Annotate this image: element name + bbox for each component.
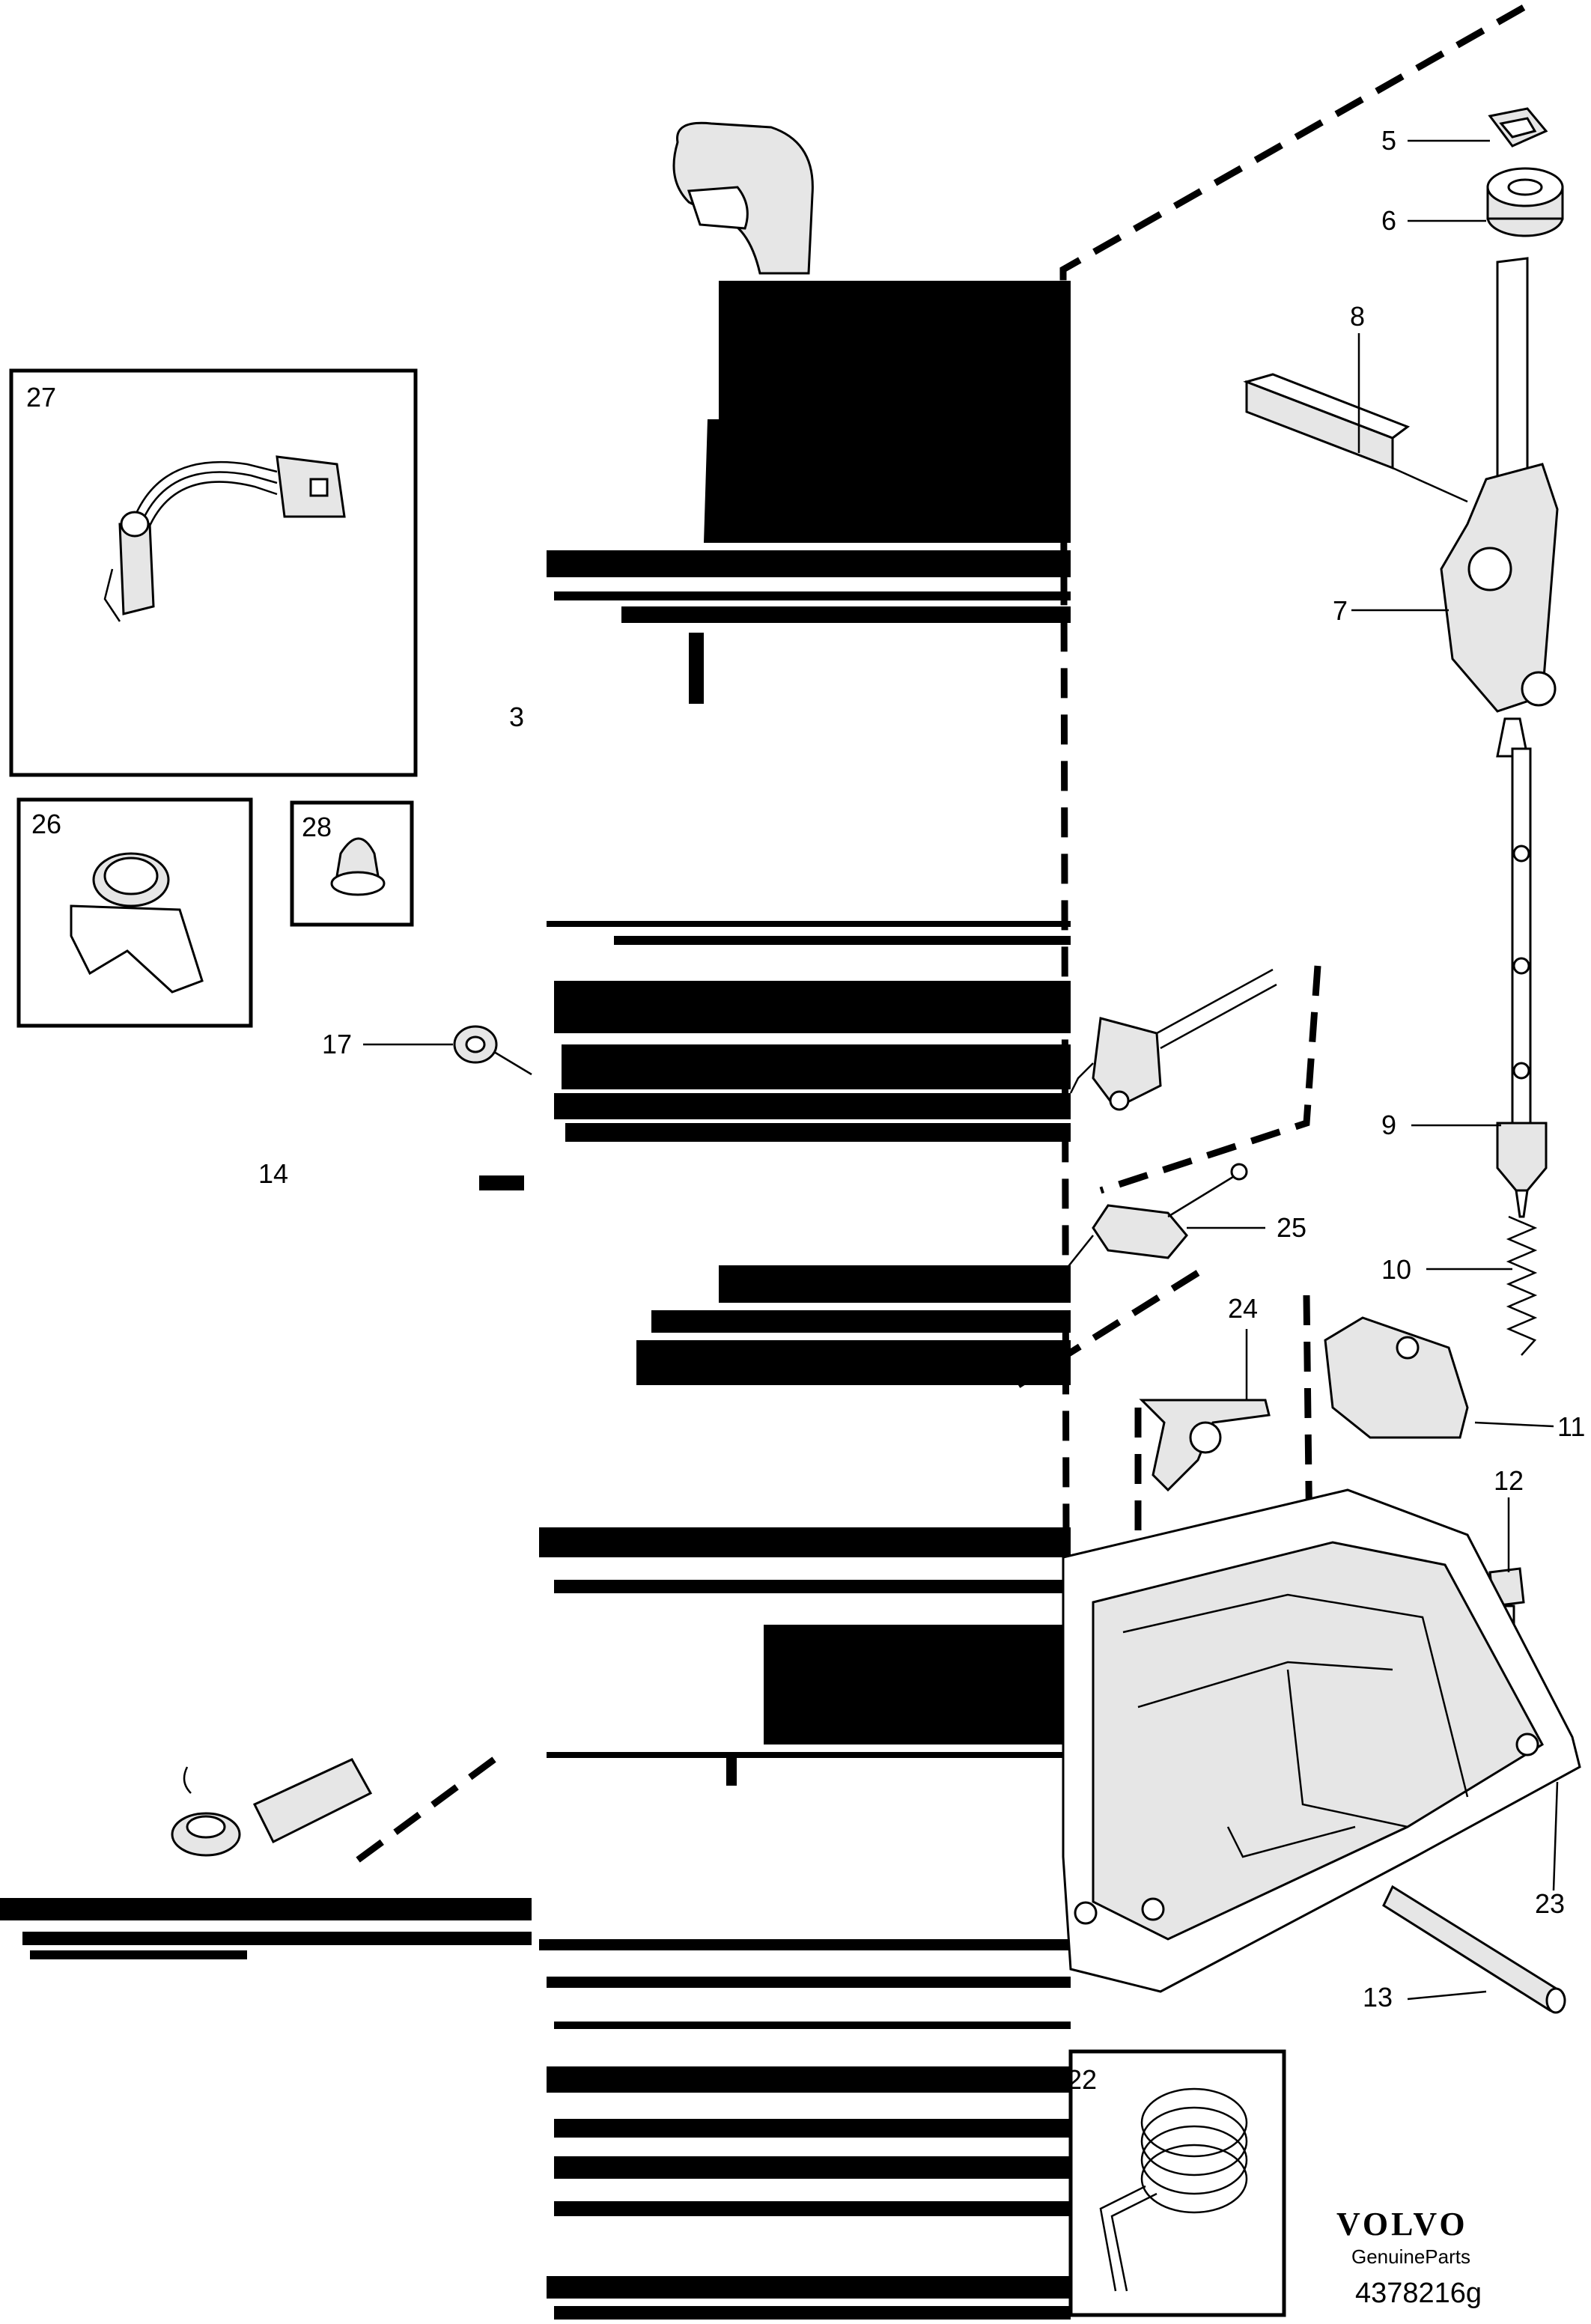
lower-left-boot <box>171 1758 373 1857</box>
part-24-detent <box>1139 1399 1271 1492</box>
callout-24: 24 <box>1228 1293 1258 1324</box>
callout-7: 7 <box>1333 595 1348 626</box>
inset-28-bulb <box>290 800 414 927</box>
part-5-square-bushing <box>1488 107 1548 147</box>
callout-14: 14 <box>258 1158 288 1189</box>
callout-11: 11 <box>1557 1411 1585 1442</box>
callout-27: 27 <box>26 382 56 413</box>
callout-numbers: 3 5 6 7 8 9 10 11 12 13 14 17 22 23 24 2… <box>26 125 1585 2095</box>
genuine-parts-text: GenuineParts <box>1351 2245 1470 2268</box>
part-8-plate <box>1243 373 1411 470</box>
callout-26: 26 <box>31 809 61 839</box>
part-9-rod <box>1496 747 1548 1218</box>
gear-knob <box>672 121 814 275</box>
callout-17: 17 <box>322 1029 352 1059</box>
callout-23: 23 <box>1535 1888 1565 1919</box>
part-7-gear-lever-shaft <box>1440 257 1559 758</box>
part-10-spring <box>1506 1215 1538 1356</box>
part-6-round-bushing <box>1486 167 1564 237</box>
central-block <box>0 281 1071 2320</box>
callout-6: 6 <box>1381 205 1396 236</box>
part-8-leader-extension <box>1392 466 1468 503</box>
volvo-logo-text: VOLVO <box>1336 2206 1468 2242</box>
callout-10: 10 <box>1381 1254 1411 1285</box>
branding: VOLVO GenuineParts 4378216g <box>1336 2206 1482 2309</box>
part-13-pin <box>1382 1885 1566 2014</box>
part-23-housing <box>1062 1488 1581 1993</box>
callout-5: 5 <box>1381 125 1396 156</box>
callout-8: 8 <box>1350 301 1365 332</box>
cable-end-fitting <box>1069 968 1277 1111</box>
callout-13: 13 <box>1363 1982 1393 2013</box>
part-25-cable-clip <box>1062 1163 1248 1274</box>
callout-9: 9 <box>1381 1110 1396 1140</box>
inset-26-clip <box>16 797 253 1028</box>
callout-22: 22 <box>1067 2064 1097 2095</box>
callout-12: 12 <box>1494 1465 1524 1496</box>
callout-28: 28 <box>302 812 332 842</box>
leader-lines <box>363 139 1559 2001</box>
diagram-code: 4378216g <box>1355 2278 1482 2309</box>
inset-27-wiring <box>9 368 418 777</box>
callout-3: 3 <box>509 702 524 732</box>
part-17-grommet <box>453 1025 532 1076</box>
part-11-catch <box>1324 1316 1469 1439</box>
callout-25: 25 <box>1277 1212 1306 1243</box>
inset-22-spring <box>1068 2049 1286 2317</box>
